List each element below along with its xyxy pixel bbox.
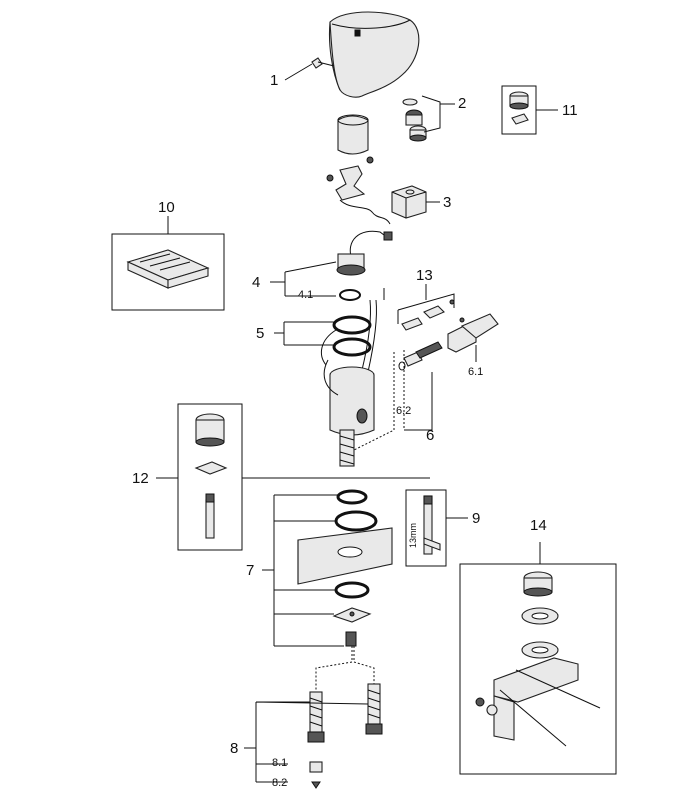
lever-assembly: [398, 313, 499, 371]
callout-7: 7: [246, 562, 254, 579]
callout-6-2: 6.2: [396, 405, 411, 417]
faucet-main-body: [320, 329, 375, 467]
callout-8-2: 8.2: [272, 777, 287, 789]
callout-5: 5: [256, 325, 264, 342]
lever-spare-parts: [397, 293, 455, 331]
seal-8-2: [311, 781, 321, 789]
adapter-8-1: [309, 761, 323, 773]
grub-screw-1: [311, 57, 335, 69]
callout-4: 4: [252, 274, 260, 291]
callout-2: 2: [458, 95, 466, 112]
countertop: [297, 527, 393, 585]
mounting-kit: [475, 571, 601, 747]
callout-1: 1: [270, 72, 278, 89]
body-sleeve: [337, 114, 369, 155]
callout-8-1: 8.1: [272, 757, 287, 769]
mounting-bracket: [326, 156, 391, 225]
callout-6-1: 6.1: [468, 366, 483, 378]
callout-8: 8: [230, 740, 238, 757]
callout-12: 12: [132, 470, 149, 487]
fixing-nut: [345, 631, 357, 647]
callout-13: 13: [416, 267, 433, 284]
battery-compartment: [126, 249, 210, 289]
connection-hose-right: [365, 683, 383, 735]
spare-aerator: [509, 91, 529, 125]
callout-6: 6: [426, 427, 434, 444]
callout-4-1: 4.1: [298, 289, 313, 301]
callout-3: 3: [443, 194, 451, 211]
callout-10: 10: [158, 199, 175, 216]
callout-9: 9: [472, 510, 480, 527]
cartridge-set: [194, 413, 228, 539]
tool-size-label: 13mm: [408, 523, 418, 548]
electronic-module: [391, 185, 427, 219]
faucet-spout: [328, 11, 420, 98]
aerator-set: [402, 98, 427, 142]
connection-hose-left: [307, 691, 325, 743]
solenoid-valve: [336, 230, 393, 276]
callout-11: 11: [562, 102, 578, 119]
hex-key-tool: [423, 495, 441, 555]
callout-14: 14: [530, 517, 547, 534]
fixing-plate: [332, 607, 372, 623]
